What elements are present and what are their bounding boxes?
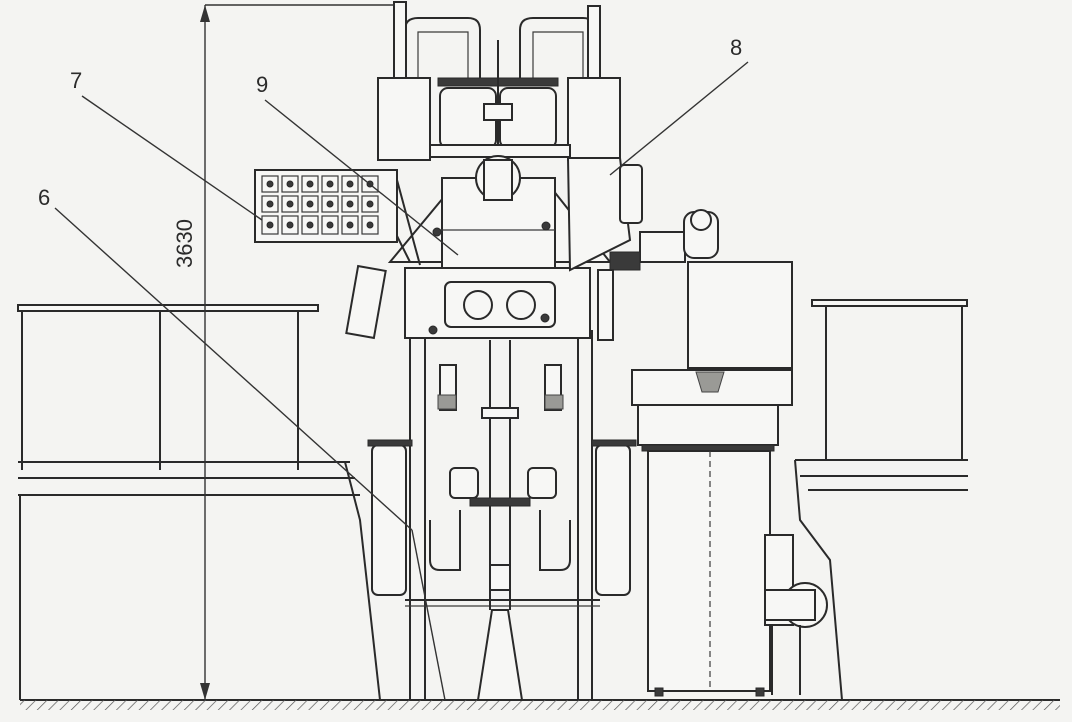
hopper-body bbox=[387, 155, 613, 271]
pump-motor bbox=[764, 534, 828, 695]
callout-6-label: 6 bbox=[38, 185, 50, 210]
head-box bbox=[404, 267, 591, 339]
control-panel-buttons bbox=[261, 175, 379, 235]
dimension-3630: 3630 bbox=[172, 4, 395, 700]
control-panel bbox=[254, 169, 421, 340]
side-cylinders bbox=[367, 439, 637, 596]
right-cabinet bbox=[631, 261, 793, 697]
ground-line bbox=[20, 699, 1060, 710]
callout-7-leader bbox=[81, 95, 263, 221]
callout-6-leader bbox=[54, 207, 413, 531]
right-platform bbox=[794, 299, 968, 701]
upper-pipes bbox=[393, 1, 601, 93]
left-platform bbox=[17, 304, 381, 701]
top-motors bbox=[377, 40, 621, 161]
callout-8-leader bbox=[609, 61, 749, 176]
callout-8-label: 8 bbox=[730, 35, 742, 60]
right-assembly bbox=[566, 157, 719, 341]
callouts: 6 7 8 9 bbox=[38, 35, 749, 701]
callout-7-label: 7 bbox=[70, 68, 82, 93]
spindle-assembly bbox=[429, 340, 571, 701]
main-frame-columns bbox=[405, 330, 600, 700]
dimension-label: 3630 bbox=[172, 219, 197, 268]
callout-9-label: 9 bbox=[256, 72, 268, 97]
callout-9-leader bbox=[264, 99, 459, 256]
